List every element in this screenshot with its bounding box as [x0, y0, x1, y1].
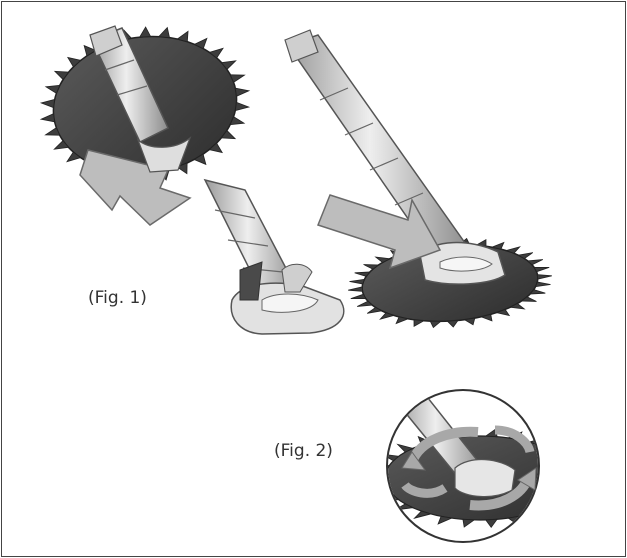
fig2-label: (Fig. 2)	[274, 441, 333, 461]
fig1-left-foot	[231, 262, 344, 334]
disc-tooth	[349, 279, 364, 284]
disc-tooth	[529, 511, 542, 519]
disc-tooth	[571, 466, 590, 471]
disc-tooth	[536, 282, 551, 287]
disc-tooth	[368, 475, 385, 480]
disc-tooth	[414, 320, 424, 327]
disc-tooth	[41, 99, 54, 107]
disc-tooth	[447, 320, 458, 326]
disc-tooth	[547, 446, 565, 452]
fig1-label: (Fig. 1)	[88, 288, 147, 308]
disc-tooth	[41, 114, 55, 122]
disc-tooth	[371, 486, 390, 491]
disc-tooth	[430, 321, 440, 327]
disc-tooth	[348, 287, 362, 292]
disc-tooth	[235, 102, 248, 110]
disc-tooth	[534, 267, 549, 271]
disc-tooth	[159, 28, 170, 38]
disc-tooth	[537, 275, 551, 280]
disc-tooth	[561, 495, 578, 502]
fig1-left-cleaner	[41, 25, 344, 334]
disc-tooth	[351, 294, 366, 298]
fig2-detail	[368, 388, 592, 542]
disc-tooth	[235, 88, 249, 96]
disc-tooth	[575, 475, 592, 480]
disc-tooth	[561, 456, 580, 461]
disc-tooth	[140, 27, 151, 37]
fig1-right-cleaner	[285, 30, 552, 328]
disc-tooth	[547, 504, 562, 512]
disc-tooth	[465, 318, 475, 325]
disc-tooth	[571, 486, 589, 491]
